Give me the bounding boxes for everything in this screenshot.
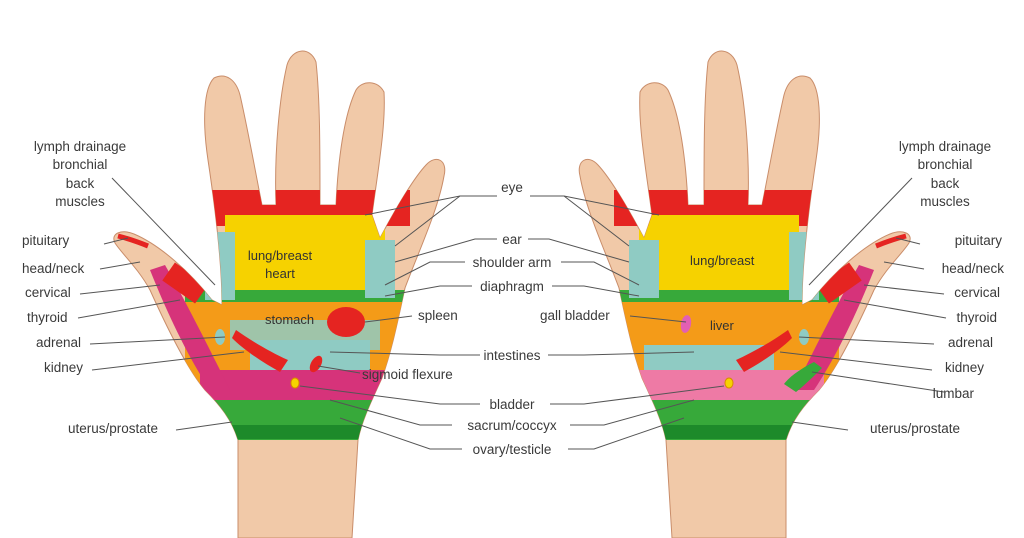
right-liver-label: liver — [710, 318, 734, 333]
left-head-neck-label: head/neck — [22, 261, 85, 276]
intestines-label: intestines — [483, 348, 541, 363]
right-lung-breast-label: lung/breast — [690, 253, 755, 268]
left-kidney-label: kidney — [44, 360, 84, 375]
bladder-label: bladder — [489, 397, 535, 412]
right-thyroid-label: thyroid — [956, 310, 997, 325]
left-spleen-mark — [327, 307, 365, 337]
left-thyroid-label: thyroid — [27, 310, 68, 325]
left-cervical-label: cervical — [25, 285, 71, 300]
left-stomach-label: stomach — [265, 312, 315, 327]
left-pituitary-mark — [117, 233, 149, 249]
gall-bladder-label: gall bladder — [540, 308, 610, 323]
right-kidney-label: kidney — [944, 360, 984, 375]
left-muscles-label: muscles — [55, 194, 105, 209]
left-uterus-prostate-label: uterus/prostate — [68, 421, 159, 436]
left-kidney-mark — [232, 330, 288, 372]
right-back-label: back — [930, 176, 960, 191]
right-lumbar-label: lumbar — [932, 386, 974, 401]
left-adrenal-label: adrenal — [36, 335, 82, 350]
right-lymph-drainage-label: lymph drainage — [898, 139, 992, 154]
left-bronchial-label: bronchial — [52, 157, 108, 172]
right-muscles-label: muscles — [920, 194, 970, 209]
sigmoid-flexure-label: sigmoid flexure — [362, 367, 453, 382]
left-pituitary-label: pituitary — [22, 233, 70, 248]
left-bladder-mark — [290, 377, 300, 389]
right-cervical-label: cervical — [954, 285, 1000, 300]
left-lung-breast-label: lung/breast — [247, 248, 313, 263]
left-lymph-drainage-label: lymph drainage — [33, 139, 127, 154]
left-hand — [113, 50, 446, 538]
eye-label: eye — [501, 180, 523, 195]
left-heart-label: heart — [265, 266, 295, 281]
right-uterus-prostate-label: uterus/prostate — [869, 421, 960, 436]
left-sigmoid-mark — [309, 355, 323, 373]
right-hand — [578, 50, 911, 538]
left-back-label: back — [65, 176, 95, 191]
ear-label: ear — [502, 232, 522, 247]
leader-lines — [77, 177, 947, 450]
shoulder-arm-label: shoulder arm — [472, 255, 552, 270]
sacrum-coccyx-label: sacrum/coccyx — [467, 418, 557, 433]
right-bronchial-label: bronchial — [917, 157, 973, 172]
right-adrenal-label: adrenal — [947, 335, 993, 350]
ovary-testicle-label: ovary/testicle — [472, 442, 552, 457]
right-head-neck-label: head/neck — [941, 261, 1004, 276]
right-pituitary-label: pituitary — [954, 233, 1002, 248]
gall-bladder-mark — [680, 315, 692, 333]
diaphragm-label: diaphragm — [480, 279, 544, 294]
spleen-label: spleen — [418, 308, 458, 323]
